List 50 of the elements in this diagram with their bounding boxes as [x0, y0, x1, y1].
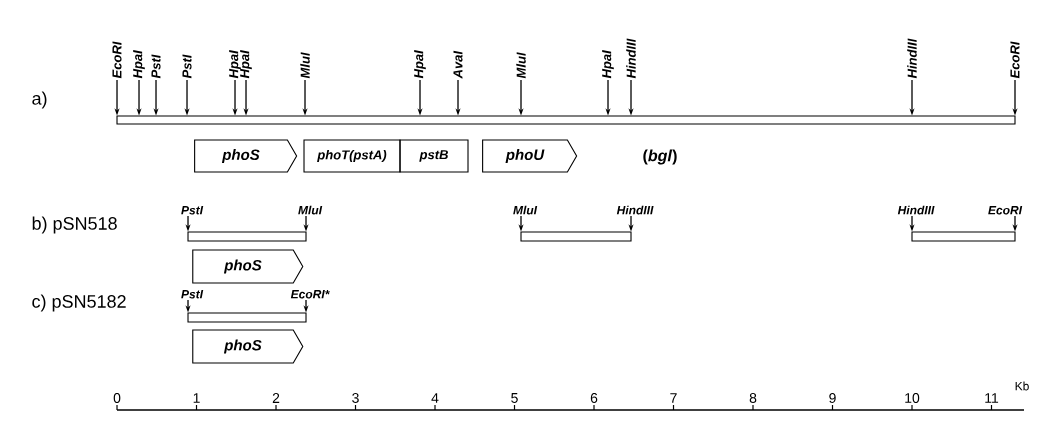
map-bar [911, 231, 1016, 242]
tick-label: 5 [511, 393, 518, 403]
site-label: HindIII [626, 38, 636, 79]
gene-box: phoS [192, 249, 304, 284]
unit-label: Kb [1015, 381, 1029, 391]
map-bar [116, 115, 1016, 125]
tick-label: 3 [352, 393, 359, 403]
site-label: HindIII [616, 205, 654, 215]
site-label: MluI [298, 205, 323, 215]
site-label: HpaI [133, 50, 145, 79]
tick-label: 11 [985, 393, 999, 403]
site-label: EcoRI [988, 206, 1023, 215]
site-label: PstI [181, 290, 204, 299]
site-label: HindIII [897, 205, 935, 215]
site-label: EcoRI [1010, 41, 1020, 79]
gene-box: pstB [399, 139, 469, 173]
tick-label: 1 [193, 393, 200, 403]
site-label: HpaI [602, 50, 614, 79]
site-label: MluI [516, 52, 526, 79]
site-label: HindIII [907, 38, 917, 79]
row-label: a) [32, 91, 47, 109]
site-label: MluI [300, 52, 310, 79]
site-label: PstI [181, 206, 204, 215]
map-bar [187, 312, 307, 323]
row-label: c) pSN5182 [32, 294, 126, 312]
site-label: HpaI [414, 50, 426, 79]
tick-label: 10 [905, 393, 920, 403]
site-label: PstI [151, 54, 161, 79]
tick-label: 8 [749, 393, 757, 403]
tick-label: 6 [590, 393, 598, 403]
site-label: EcoRI* [290, 290, 330, 299]
gene-box: phoS [194, 139, 298, 173]
site-label: EcoRI [112, 41, 122, 79]
gene-box: phoS [192, 329, 304, 364]
tick-label: 2 [272, 393, 280, 403]
site-label: MluI [513, 205, 538, 215]
row-label: b) pSN518 [32, 216, 117, 234]
gene-box: phoU [482, 139, 578, 173]
tick-label: 4 [431, 393, 439, 403]
tick-label: 9 [829, 393, 836, 403]
gene-label: (bgl) [643, 149, 677, 165]
site-label: AvaI [453, 50, 463, 79]
site-label: HpaI [229, 50, 241, 79]
map-bar [520, 231, 632, 242]
tick-label: 7 [670, 393, 677, 403]
site-label: PstI [182, 54, 192, 79]
map-bar [187, 231, 307, 242]
gene-box: phoT(pstA) [303, 139, 401, 173]
site-label: HpaI [240, 50, 252, 79]
tick-label: 0 [113, 393, 121, 403]
